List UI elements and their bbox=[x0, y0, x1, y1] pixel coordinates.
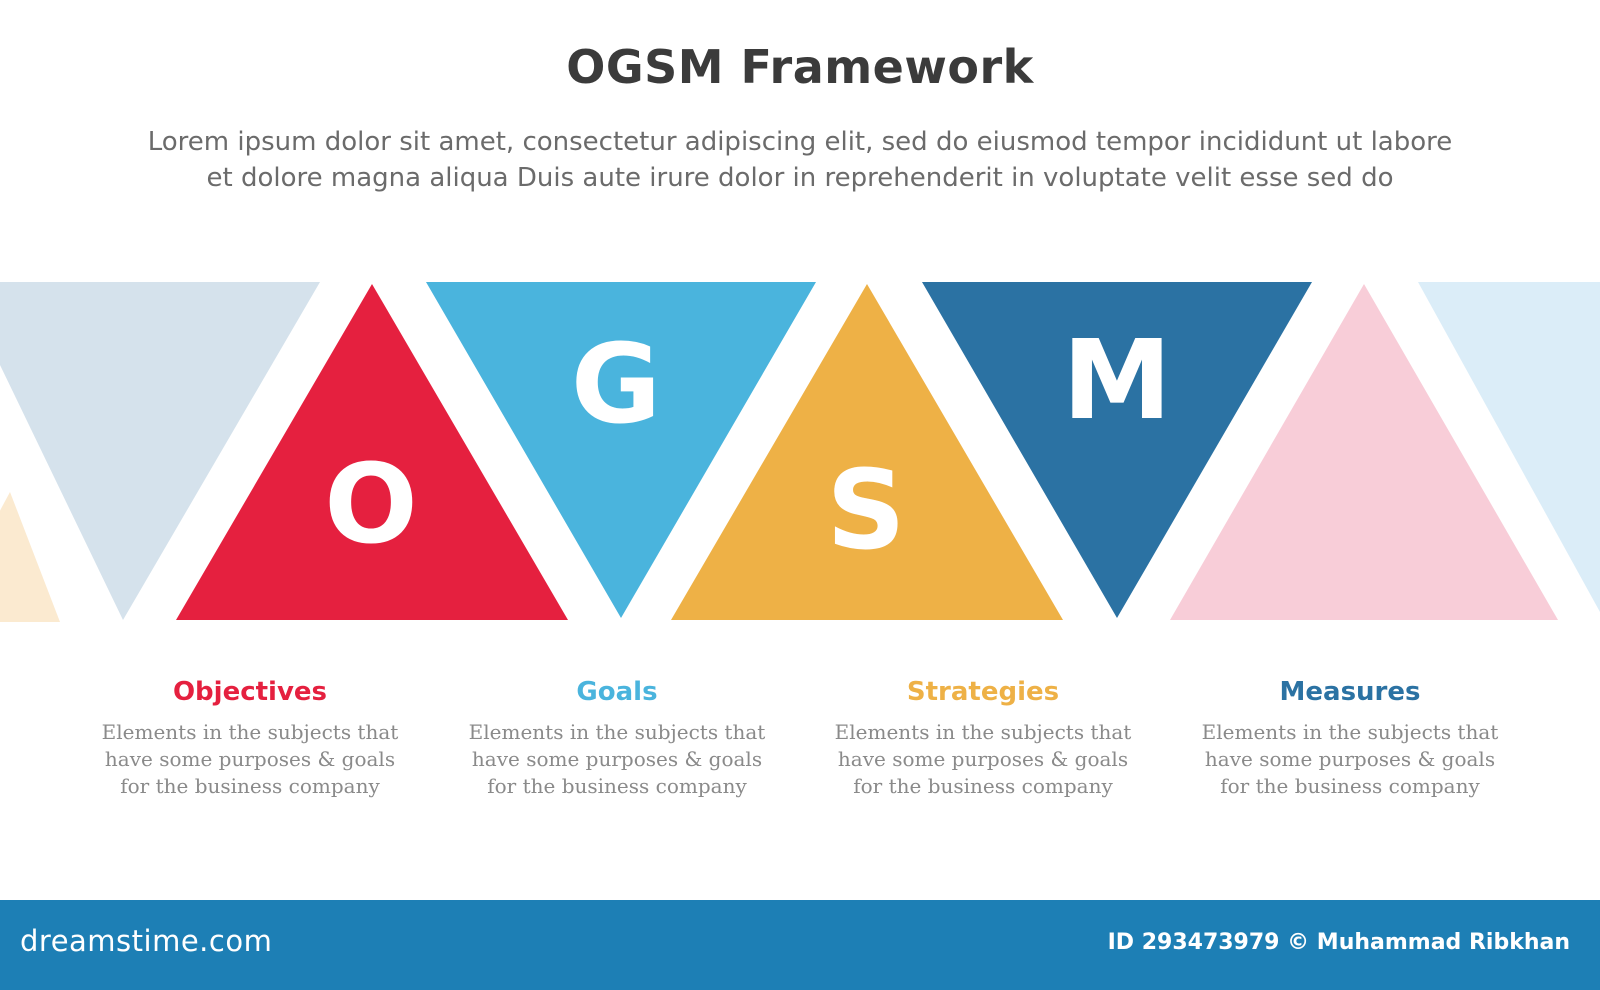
letter-o: O bbox=[324, 440, 418, 568]
item-desc-line: Elements in the subjects that bbox=[468, 720, 766, 744]
page-subtitle: Lorem ipsum dolor sit amet, consectetur … bbox=[80, 124, 1520, 196]
item-objectives: Objectives Elements in the subjects that… bbox=[80, 675, 420, 800]
page-title: OGSM Framework bbox=[566, 40, 1034, 94]
item-goals: Goals Elements in the subjects that have… bbox=[447, 675, 787, 800]
letter-g: G bbox=[571, 320, 661, 448]
triangle-measures bbox=[922, 282, 1312, 618]
item-title-objectives: Objectives bbox=[172, 677, 328, 707]
item-title-goals: Goals bbox=[576, 677, 658, 707]
item-desc-line: Elements in the subjects that bbox=[834, 720, 1132, 744]
ogsm-triangle-band: O G S M bbox=[0, 282, 1600, 622]
dreamstime-logo[interactable]: dreamstime.com bbox=[20, 924, 273, 958]
item-title-measures: Measures bbox=[1279, 677, 1421, 707]
item-desc-strategies: Elements in the subjects that have some … bbox=[813, 719, 1153, 800]
subtitle-line-1: Lorem ipsum dolor sit amet, consectetur … bbox=[147, 127, 1453, 157]
triangle-goals bbox=[426, 282, 816, 618]
image-credit: ID 293473979 © Muhammad Ribkhan bbox=[1107, 930, 1570, 955]
triangle-strategies bbox=[671, 284, 1063, 620]
item-desc-line: Elements in the subjects that bbox=[1201, 720, 1499, 744]
decor-triangle-right bbox=[1418, 282, 1600, 612]
item-desc-line: have some purposes & goals bbox=[471, 747, 763, 771]
footer-bar: dreamstime.com ID 293473979 © Muhammad R… bbox=[0, 900, 1600, 990]
subtitle-line-2: et dolore magna aliqua Duis aute irure d… bbox=[206, 163, 1394, 193]
triangle-objectives bbox=[176, 284, 568, 620]
item-desc-line: Elements in the subjects that bbox=[101, 720, 399, 744]
item-desc-objectives: Elements in the subjects that have some … bbox=[80, 719, 420, 800]
item-strategies: Strategies Elements in the subjects that… bbox=[813, 675, 1153, 800]
item-title-strategies: Strategies bbox=[906, 677, 1060, 707]
decor-triangle-right-pink bbox=[1170, 284, 1558, 620]
letter-s: S bbox=[826, 446, 905, 574]
item-desc-goals: Elements in the subjects that have some … bbox=[447, 719, 787, 800]
decor-triangle-left bbox=[0, 282, 320, 620]
item-measures: Measures Elements in the subjects that h… bbox=[1180, 675, 1520, 800]
item-desc-line: for the business company bbox=[853, 774, 1113, 798]
item-desc-line: have some purposes & goals bbox=[1204, 747, 1496, 771]
item-desc-line: for the business company bbox=[487, 774, 747, 798]
item-desc-line: have some purposes & goals bbox=[837, 747, 1129, 771]
item-desc-line: for the business company bbox=[1220, 774, 1480, 798]
item-desc-line: have some purposes & goals bbox=[104, 747, 396, 771]
letter-m: M bbox=[1062, 316, 1171, 444]
decor-triangle-left-edge bbox=[0, 492, 60, 622]
item-desc-line: for the business company bbox=[120, 774, 380, 798]
item-desc-measures: Elements in the subjects that have some … bbox=[1180, 719, 1520, 800]
